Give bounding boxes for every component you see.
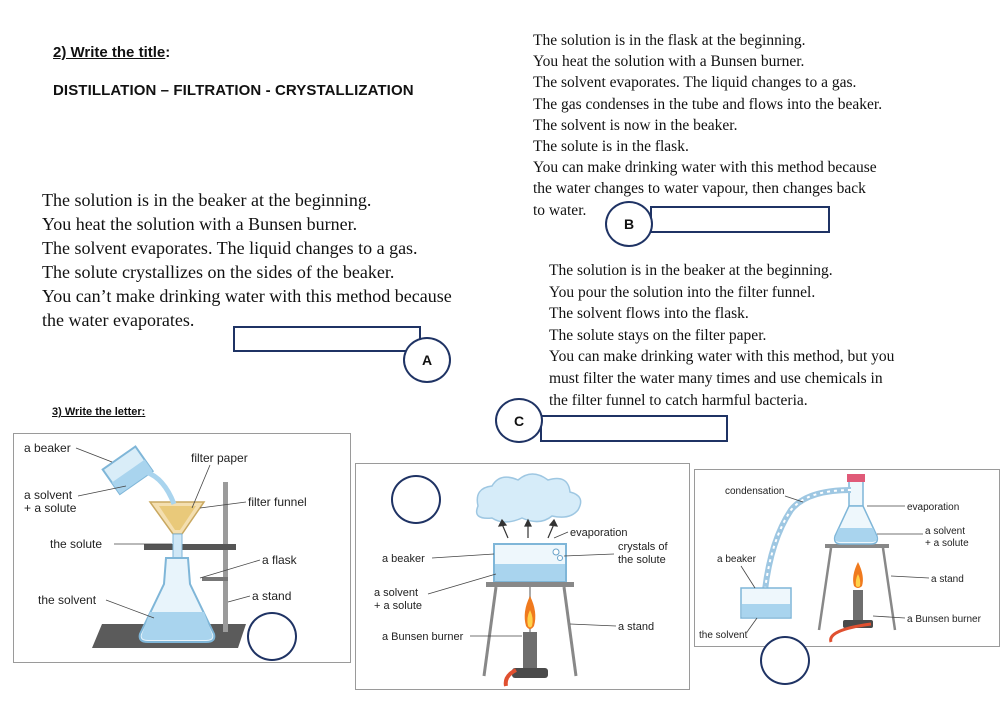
flask-clamp	[202, 577, 228, 581]
section2-heading: 2) Write the title:	[53, 44, 171, 61]
label-flask: a flask	[262, 553, 298, 567]
title-input-a[interactable]	[235, 328, 419, 350]
paragraph-line: The solution is in the beaker at the beg…	[549, 262, 833, 279]
label-solvent-solute-2: + a solute	[925, 538, 969, 549]
label-evaporation: evaporation	[907, 502, 959, 513]
answer-circle-filtration[interactable]	[247, 612, 299, 661]
paragraph-line: The solution is in the beaker at the beg…	[42, 190, 372, 210]
label-crystals-1: crystals of	[618, 541, 668, 553]
stand-rod	[223, 482, 228, 632]
letter-input-filtration[interactable]	[249, 614, 299, 661]
answer-circle-distillation[interactable]	[760, 636, 812, 685]
paragraph-line: to water.	[533, 201, 587, 219]
method-names: DISTILLATION – FILTRATION - CRYSTALLIZAT…	[53, 82, 414, 99]
label-solvent-solute-2: + a solute	[24, 501, 77, 515]
bunsen-burner	[853, 590, 863, 620]
label-filter-funnel: filter funnel	[248, 495, 307, 509]
paragraph-line: You heat the solution with a Bunsen burn…	[533, 53, 805, 71]
label-solvent-solute-1: a solvent	[374, 587, 418, 599]
label-beaker: a beaker	[717, 554, 757, 565]
paragraph-line: The solvent is now in the beaker.	[533, 116, 738, 134]
paragraph-line: the water evaporates.	[42, 310, 195, 330]
paragraph-line: The solvent evaporates. The liquid chang…	[533, 74, 857, 92]
paragraph-line: The solute is in the flask.	[533, 138, 689, 156]
label-solvent: the solvent	[38, 593, 97, 607]
paragraph-a: The solution is in the beaker at the beg…	[42, 188, 452, 332]
label-stand: a stand	[618, 621, 654, 633]
label-solvent: the solvent	[699, 630, 748, 641]
evaporation-arrows	[497, 518, 559, 539]
label-solute: the solute	[50, 537, 102, 551]
distillation-diagram: condensation evaporation a solvent + a s…	[694, 469, 1000, 647]
label-solvent-solute-2: + a solute	[374, 600, 422, 612]
letter-c-badge: C	[495, 398, 543, 443]
paragraph-b: The solution is in the flask at the begi…	[533, 30, 882, 221]
paragraph-line: You can’t make drinking water with this …	[42, 286, 452, 306]
label-solvent-solute-1: a solvent	[925, 526, 965, 537]
paragraph-line: The solvent evaporates. The liquid chang…	[42, 238, 418, 258]
section3-heading: 3) Write the letter:	[52, 406, 146, 418]
label-beaker: a beaker	[24, 441, 71, 455]
paragraph-line: the filter funnel to catch harmful bacte…	[549, 391, 808, 409]
section2-heading-text: 2) Write the title	[53, 44, 166, 61]
label-bunsen-burner: a Bunsen burner	[382, 631, 464, 643]
flask-liquid	[141, 612, 213, 640]
label-bunsen-burner: a Bunsen burner	[907, 614, 982, 625]
gas-tube	[829, 622, 872, 643]
paragraph-line: The gas condenses in the tube and flows …	[533, 95, 883, 113]
flask-stopper	[847, 474, 865, 482]
label-condensation: condensation	[725, 486, 785, 497]
paragraph-c: The solution is in the beaker at the beg…	[549, 260, 894, 411]
paragraph-line: must filter the water many times and use…	[549, 369, 883, 387]
letter-input-distillation[interactable]	[762, 638, 812, 685]
title-input-b[interactable]	[652, 208, 828, 231]
beaker-liquid	[495, 564, 565, 581]
label-stand: a stand	[931, 574, 964, 585]
label-evaporation: evaporation	[570, 527, 628, 539]
pouring-beaker	[101, 445, 155, 496]
filter-paper	[159, 506, 196, 530]
answer-circle-crystallization[interactable]	[391, 475, 443, 524]
stand-ring	[825, 544, 889, 548]
filtration-diagram: a beaker filter paper a solvent + a solu…	[13, 433, 351, 663]
answer-box-b[interactable]	[650, 206, 830, 233]
paragraph-line: The solvent flows into the flask.	[549, 305, 749, 323]
answer-box-c[interactable]	[540, 415, 728, 442]
paragraph-line: The solution is in the flask at the begi…	[533, 32, 806, 49]
answer-box-a[interactable]	[233, 326, 421, 352]
label-solvent-solute-1: a solvent	[24, 488, 73, 502]
gas-tube	[503, 668, 517, 687]
label-crystals-2: the solute	[618, 554, 666, 566]
letter-input-crystallization[interactable]	[393, 477, 443, 524]
stand-clamp	[144, 544, 236, 550]
vapour-cloud	[475, 473, 582, 523]
letter-a-badge: A	[403, 337, 451, 383]
bunsen-burner	[523, 632, 537, 668]
pouring-stream	[145, 469, 177, 505]
paragraph-line: You pour the solution into the filter fu…	[549, 283, 816, 301]
label-filter-paper: filter paper	[191, 451, 248, 465]
letter-b-badge: B	[605, 201, 653, 247]
stand-gauze	[486, 582, 574, 587]
paragraph-line: the water changes to water vapour, then …	[533, 180, 866, 198]
paragraph-line: You heat the solution with a Bunsen burn…	[42, 214, 358, 234]
title-input-c[interactable]	[542, 417, 726, 440]
paragraph-line: You can make drinking water with this me…	[549, 348, 895, 366]
paragraph-line: You can make drinking water with this me…	[533, 159, 877, 177]
paragraph-line: The solute stays on the filter paper.	[549, 326, 767, 344]
label-beaker: a beaker	[382, 553, 425, 565]
flask-neck	[848, 479, 864, 507]
paragraph-line: The solute crystallizes on the sides of …	[42, 262, 395, 282]
label-stand: a stand	[252, 589, 291, 603]
